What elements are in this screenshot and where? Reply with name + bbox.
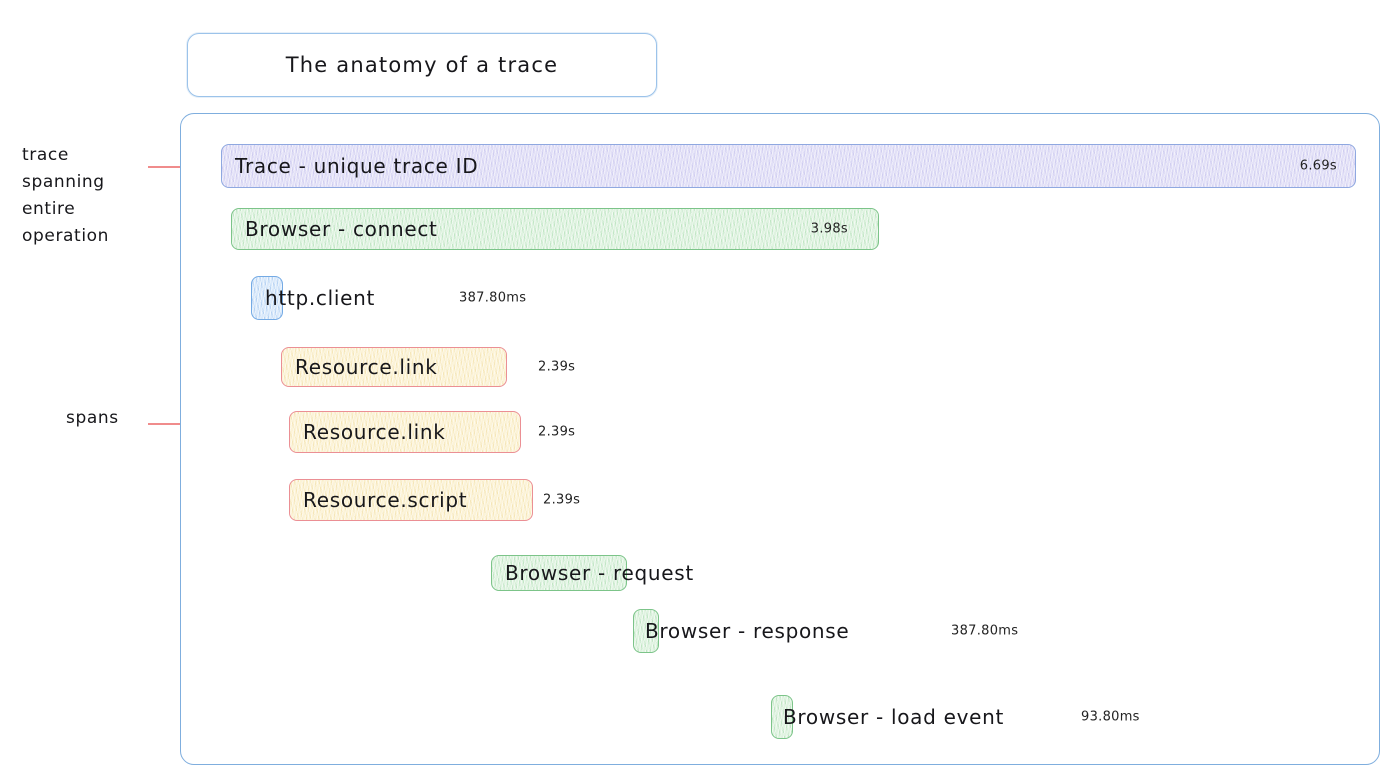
browser-request-bar[interactable]: Browser - request	[491, 555, 693, 591]
browser-response-bar[interactable]: Browser - response	[633, 609, 849, 653]
diagram-title-card: The anatomy of a trace	[187, 33, 657, 97]
resource-link-bar-1-duration: 2.39s	[538, 359, 576, 375]
trace-diagram-container: Trace - unique trace ID 6.69s Browser - …	[180, 113, 1380, 765]
browser-response-bar-label: Browser - response	[645, 619, 850, 643]
browser-load-event-bar-duration: 93.80ms	[1081, 709, 1140, 725]
resource-link-bar-2[interactable]: Resource.link	[289, 411, 521, 453]
resource-link-bar-2-duration: 2.39s	[538, 424, 576, 440]
resource-link-bar-1-label: Resource.link	[295, 355, 438, 379]
trace-bar-duration: 6.69s	[1299, 158, 1337, 174]
browser-connect-bar[interactable]: Browser - connect 3.98s	[231, 208, 879, 250]
trace-bar-label: Trace - unique trace ID	[235, 154, 479, 178]
browser-response-bar-duration: 387.80ms	[951, 623, 1019, 639]
resource-script-bar-label: Resource.script	[303, 488, 468, 512]
resource-script-bar[interactable]: Resource.script	[289, 479, 533, 521]
http-client-bar-label: http.client	[265, 286, 376, 310]
trace-annotation-leader-line	[148, 166, 210, 168]
browser-load-event-bar-label: Browser - load event	[783, 705, 1005, 729]
browser-connect-bar-duration: 3.98s	[810, 221, 848, 237]
resource-script-bar-duration: 2.39s	[543, 492, 581, 508]
page-title: The anatomy of a trace	[285, 53, 559, 77]
browser-connect-bar-label: Browser - connect	[245, 217, 438, 241]
trace-annotation-label: trace spanning entire operation	[22, 145, 110, 246]
resource-link-bar-2-label: Resource.link	[303, 420, 446, 444]
resource-link-bar-1[interactable]: Resource.link	[281, 347, 507, 387]
browser-request-bar-label: Browser - request	[505, 561, 694, 585]
http-client-bar-duration: 387.80ms	[459, 290, 527, 306]
spans-annotation-label: spans	[66, 408, 119, 428]
http-client-bar[interactable]: http.client	[251, 276, 374, 320]
browser-load-event-bar[interactable]: Browser - load event	[771, 695, 1003, 739]
trace-bar[interactable]: Trace - unique trace ID 6.69s	[221, 144, 1356, 188]
